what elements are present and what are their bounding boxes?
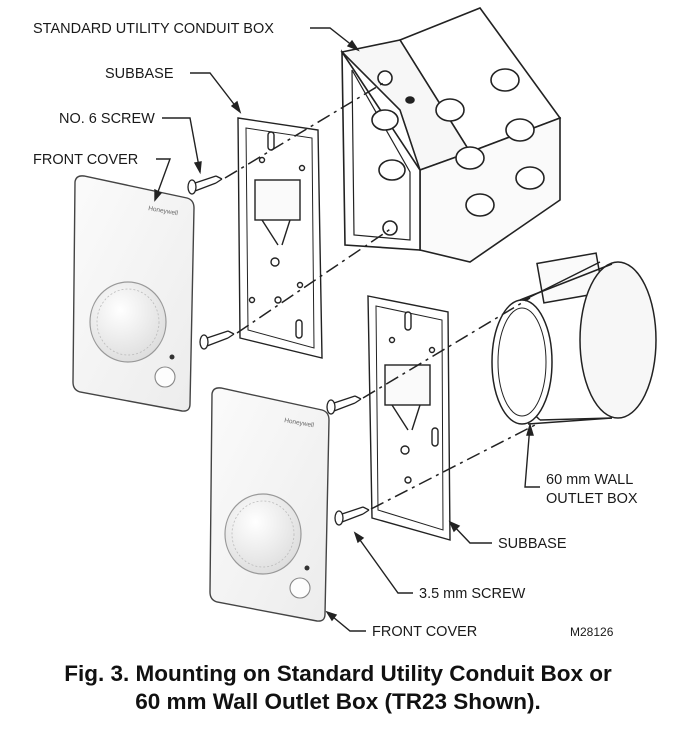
label-screw-35mm: 3.5 mm SCREW — [419, 586, 526, 602]
dial-bottom — [224, 493, 302, 575]
front-cover-bottom: Honeywell — [209, 387, 330, 622]
front-cover-top: Honeywell — [72, 175, 195, 412]
label-subbase-top: SUBBASE — [105, 66, 174, 82]
screw-35mm-bottom — [334, 506, 370, 526]
label-no6-screw: NO. 6 SCREW — [59, 111, 155, 127]
label-wall-box-line1: 60 mm WALL — [546, 472, 633, 488]
drawing-code: M28126 — [570, 625, 614, 639]
conduit-box — [340, 7, 562, 263]
label-front-cover-top: FRONT COVER — [33, 152, 138, 168]
label-wall-box-line2: OUTLET BOX — [546, 491, 638, 507]
alignment-lines — [224, 81, 536, 510]
figure-caption: Fig. 3. Mounting on Standard Utility Con… — [0, 660, 676, 716]
no6-screw-bottom — [199, 330, 235, 350]
caption-line-1: Fig. 3. Mounting on Standard Utility Con… — [64, 661, 612, 686]
button-bottom — [289, 577, 311, 599]
screw-35mm-top — [326, 395, 362, 415]
no6-screw-top — [187, 175, 223, 195]
caption-line-2: 60 mm Wall Outlet Box (TR23 Shown). — [135, 689, 541, 714]
dial-top — [89, 281, 167, 363]
mounting-diagram: Honeywell — [33, 7, 657, 640]
label-subbase-bottom: SUBBASE — [498, 536, 567, 552]
subbase-top — [237, 117, 323, 359]
button-top — [154, 366, 176, 388]
label-conduit-box: STANDARD UTILITY CONDUIT BOX — [33, 21, 274, 37]
wall-outlet-box — [491, 252, 657, 425]
label-front-cover-bottom: FRONT COVER — [372, 624, 477, 640]
leader-lines — [154, 27, 540, 632]
